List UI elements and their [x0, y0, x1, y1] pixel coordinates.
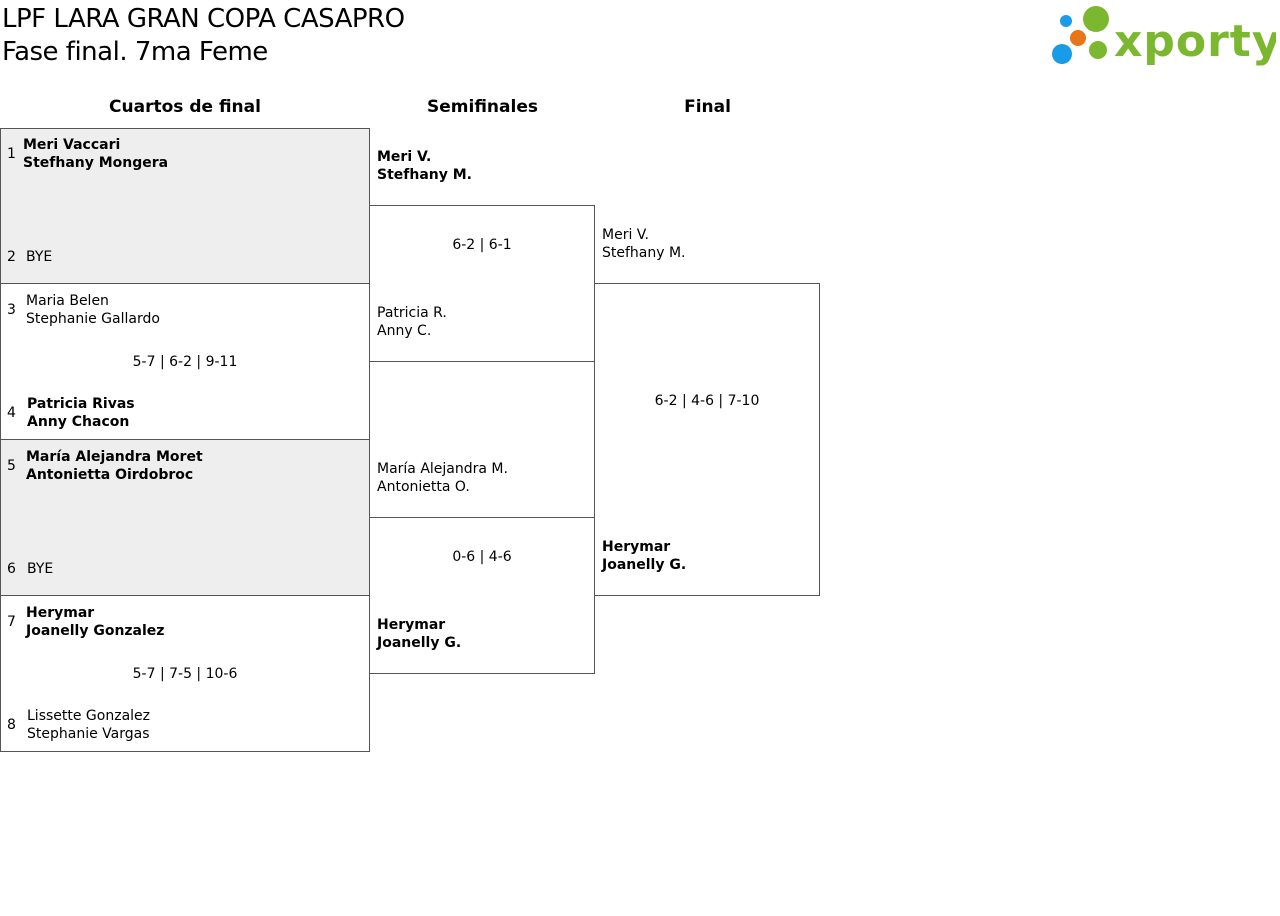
- qf4-bottom-player-2: Stephanie Vargas: [27, 726, 150, 742]
- sf2-bottom-player-2: Joanelly G.: [377, 635, 462, 651]
- sf1-top-player-2: Stefhany M.: [377, 167, 472, 183]
- qf4-top-player-1: Herymar: [26, 605, 95, 621]
- qf3-top-player-2: Antonietta Oirdobroc: [26, 467, 194, 483]
- qf2-bottom-player-1: Patricia Rivas: [27, 396, 135, 412]
- qf1-top-player-1: Meri Vaccari: [23, 137, 121, 153]
- round-header-final: Final: [684, 97, 731, 117]
- qf2-top-player-2: Stephanie Gallardo: [26, 311, 160, 327]
- qf4-score: 5-7 | 7-5 | 10-6: [132, 666, 238, 682]
- seed-number: 8: [7, 717, 16, 733]
- logo-dot-green-small: [1089, 41, 1107, 59]
- sf1-bottom-player-2: Anny C.: [377, 323, 432, 339]
- final-top-player-1: Meri V.: [602, 227, 650, 243]
- qf1-top-player-2: Stefhany Mongera: [23, 155, 169, 171]
- qf3-bottom-bye: BYE: [27, 561, 54, 577]
- round-header-semifinals: Semifinales: [427, 97, 538, 117]
- logo-dot-green: [1083, 6, 1109, 32]
- qf2-bottom-player-2: Anny Chacon: [27, 414, 130, 430]
- seed-number: 6: [7, 561, 16, 577]
- title-line-2: Fase final. 7ma Feme: [2, 37, 268, 67]
- logo-text: xporty: [1114, 16, 1276, 67]
- qf4-top-player-2: Joanelly Gonzalez: [26, 623, 165, 639]
- seed-number: 3: [7, 302, 16, 318]
- seed-number: 2: [7, 249, 16, 265]
- tournament-title: LPF LARA GRAN COPA CASAPRO Fase final. 7…: [2, 3, 405, 69]
- round-header-quarterfinals: Cuartos de final: [109, 97, 261, 117]
- qf4-bottom-player-1: Lissette Gonzalez: [27, 708, 150, 724]
- final-match[interactable]: [594, 283, 820, 596]
- sf1-bottom-player-1: Patricia R.: [377, 305, 447, 321]
- xporty-logo[interactable]: xporty: [1050, 4, 1276, 68]
- sf2-bottom-player-1: Herymar: [377, 617, 446, 633]
- logo-dot-orange: [1070, 30, 1086, 46]
- final-bottom-player-1: Herymar: [602, 539, 671, 555]
- qf2-score: 5-7 | 6-2 | 9-11: [132, 354, 238, 370]
- sf1-score: 6-2 | 6-1: [452, 237, 512, 253]
- final-bottom-player-2: Joanelly G.: [602, 557, 687, 573]
- title-line-1: LPF LARA GRAN COPA CASAPRO: [2, 4, 405, 34]
- qf2-top-player-1: Maria Belen: [26, 293, 109, 309]
- qf1-bottom-bye: BYE: [26, 249, 53, 265]
- final-score: 6-2 | 4-6 | 7-10: [654, 393, 760, 409]
- sf2-score: 0-6 | 4-6: [452, 549, 512, 565]
- sf2-top-player-2: Antonietta O.: [377, 479, 470, 495]
- quarterfinal-match-3[interactable]: [0, 439, 370, 596]
- seed-number: 4: [7, 405, 16, 421]
- seed-number: 5: [7, 458, 16, 474]
- logo-dot-blue: [1060, 15, 1072, 27]
- final-top-player-2: Stefhany M.: [602, 245, 686, 261]
- sf2-top-player-1: María Alejandra M.: [377, 461, 508, 477]
- seed-number: 7: [7, 614, 16, 630]
- quarterfinal-match-1[interactable]: [0, 128, 370, 284]
- qf3-top-player-1: María Alejandra Moret: [26, 449, 203, 465]
- logo-dot-blue-large: [1052, 44, 1072, 64]
- seed-number: 1: [7, 146, 16, 162]
- sf1-top-player-1: Meri V.: [377, 149, 432, 165]
